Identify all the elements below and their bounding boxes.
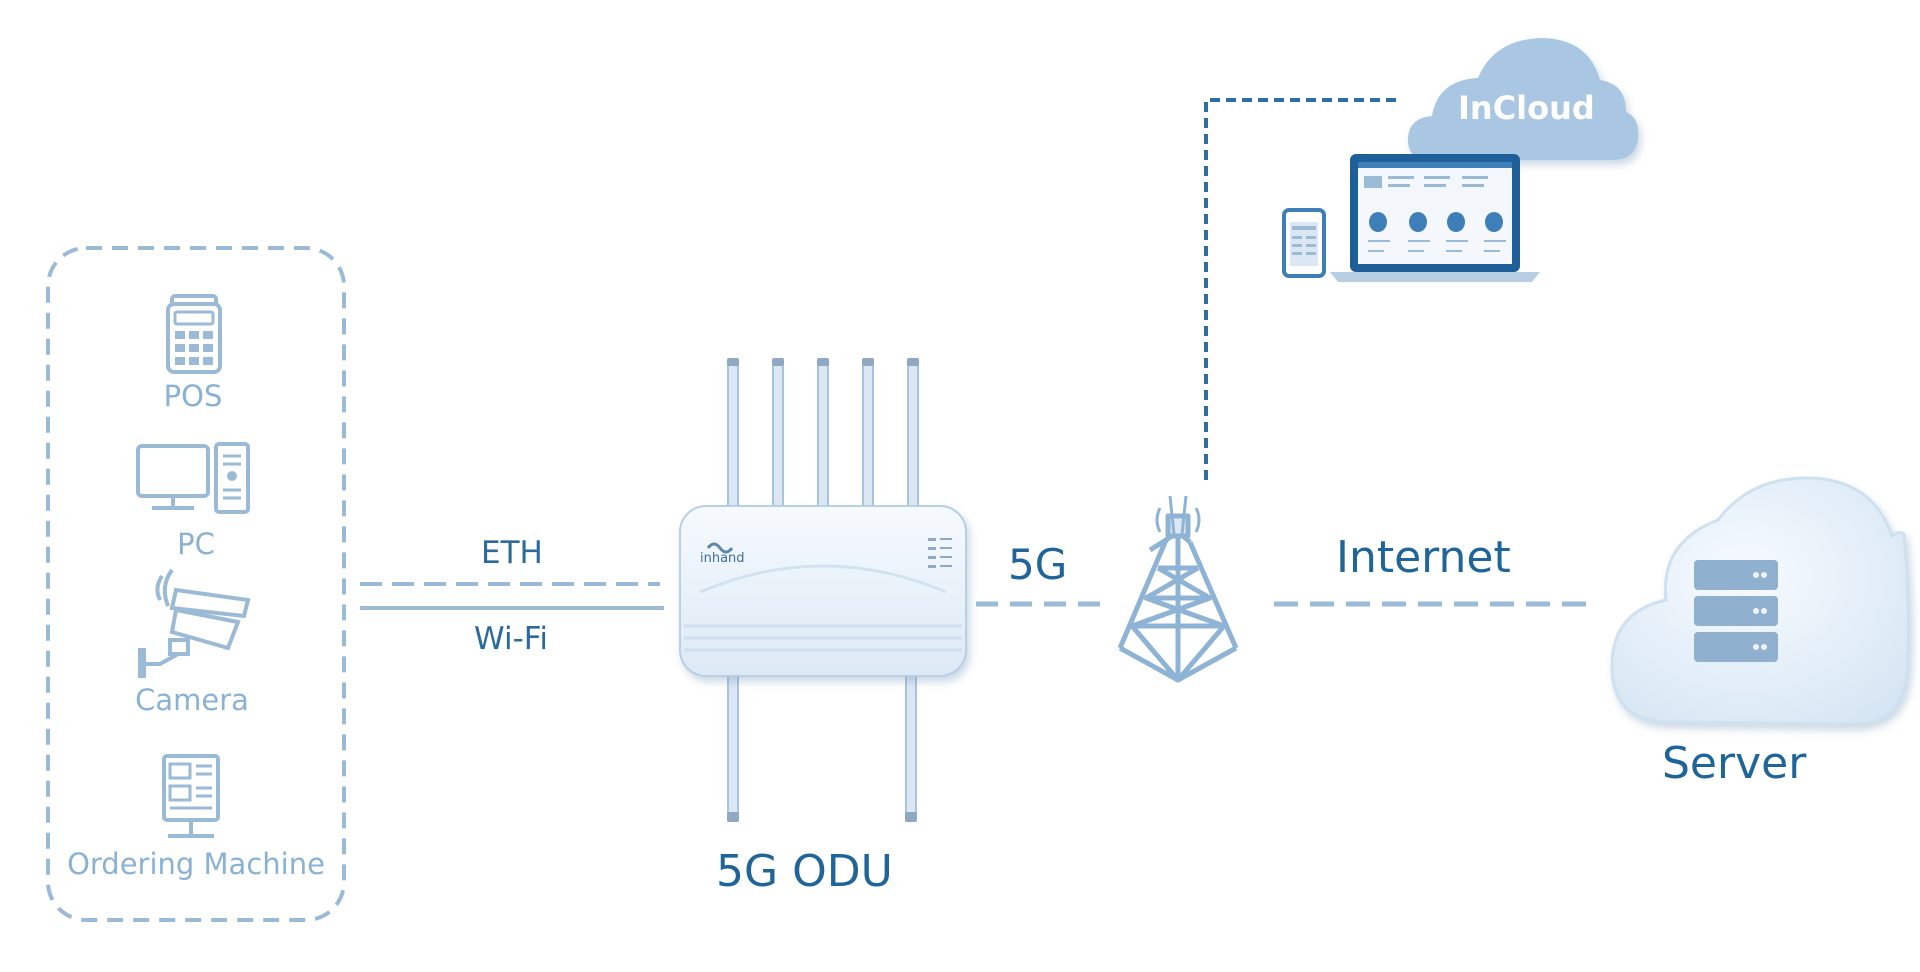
eth-link-label: ETH xyxy=(481,535,543,571)
cellular-link-label: 5G xyxy=(1008,540,1068,589)
device-group-box xyxy=(46,246,346,922)
internet-link-label: Internet xyxy=(1336,532,1511,583)
cloud-server-icon xyxy=(1610,476,1910,726)
device-label-ordering-machine: Ordering Machine xyxy=(67,847,325,881)
pos-terminal-icon xyxy=(166,294,222,374)
device-label-camera: Camera xyxy=(135,683,249,717)
device-label-pos: POS xyxy=(163,379,223,413)
device-label-pc: PC xyxy=(177,527,215,561)
ordering-kiosk-icon xyxy=(162,754,220,838)
outdoor-router-icon xyxy=(679,358,967,822)
security-camera-icon xyxy=(138,568,251,678)
server-name: Server xyxy=(1662,738,1807,789)
incloud-name: InCloud xyxy=(1458,89,1595,127)
wifi-link-label: Wi-Fi xyxy=(474,621,548,657)
smartphone-icon xyxy=(1282,208,1326,278)
incloud-cloud-icon xyxy=(1408,38,1639,160)
desktop-pc-icon xyxy=(136,442,250,514)
router-brand-logo: inhand xyxy=(700,551,745,566)
cell-tower-icon xyxy=(1117,495,1239,683)
laptop-dashboard-icon xyxy=(1330,154,1540,282)
router-name: 5G ODU xyxy=(716,846,893,897)
